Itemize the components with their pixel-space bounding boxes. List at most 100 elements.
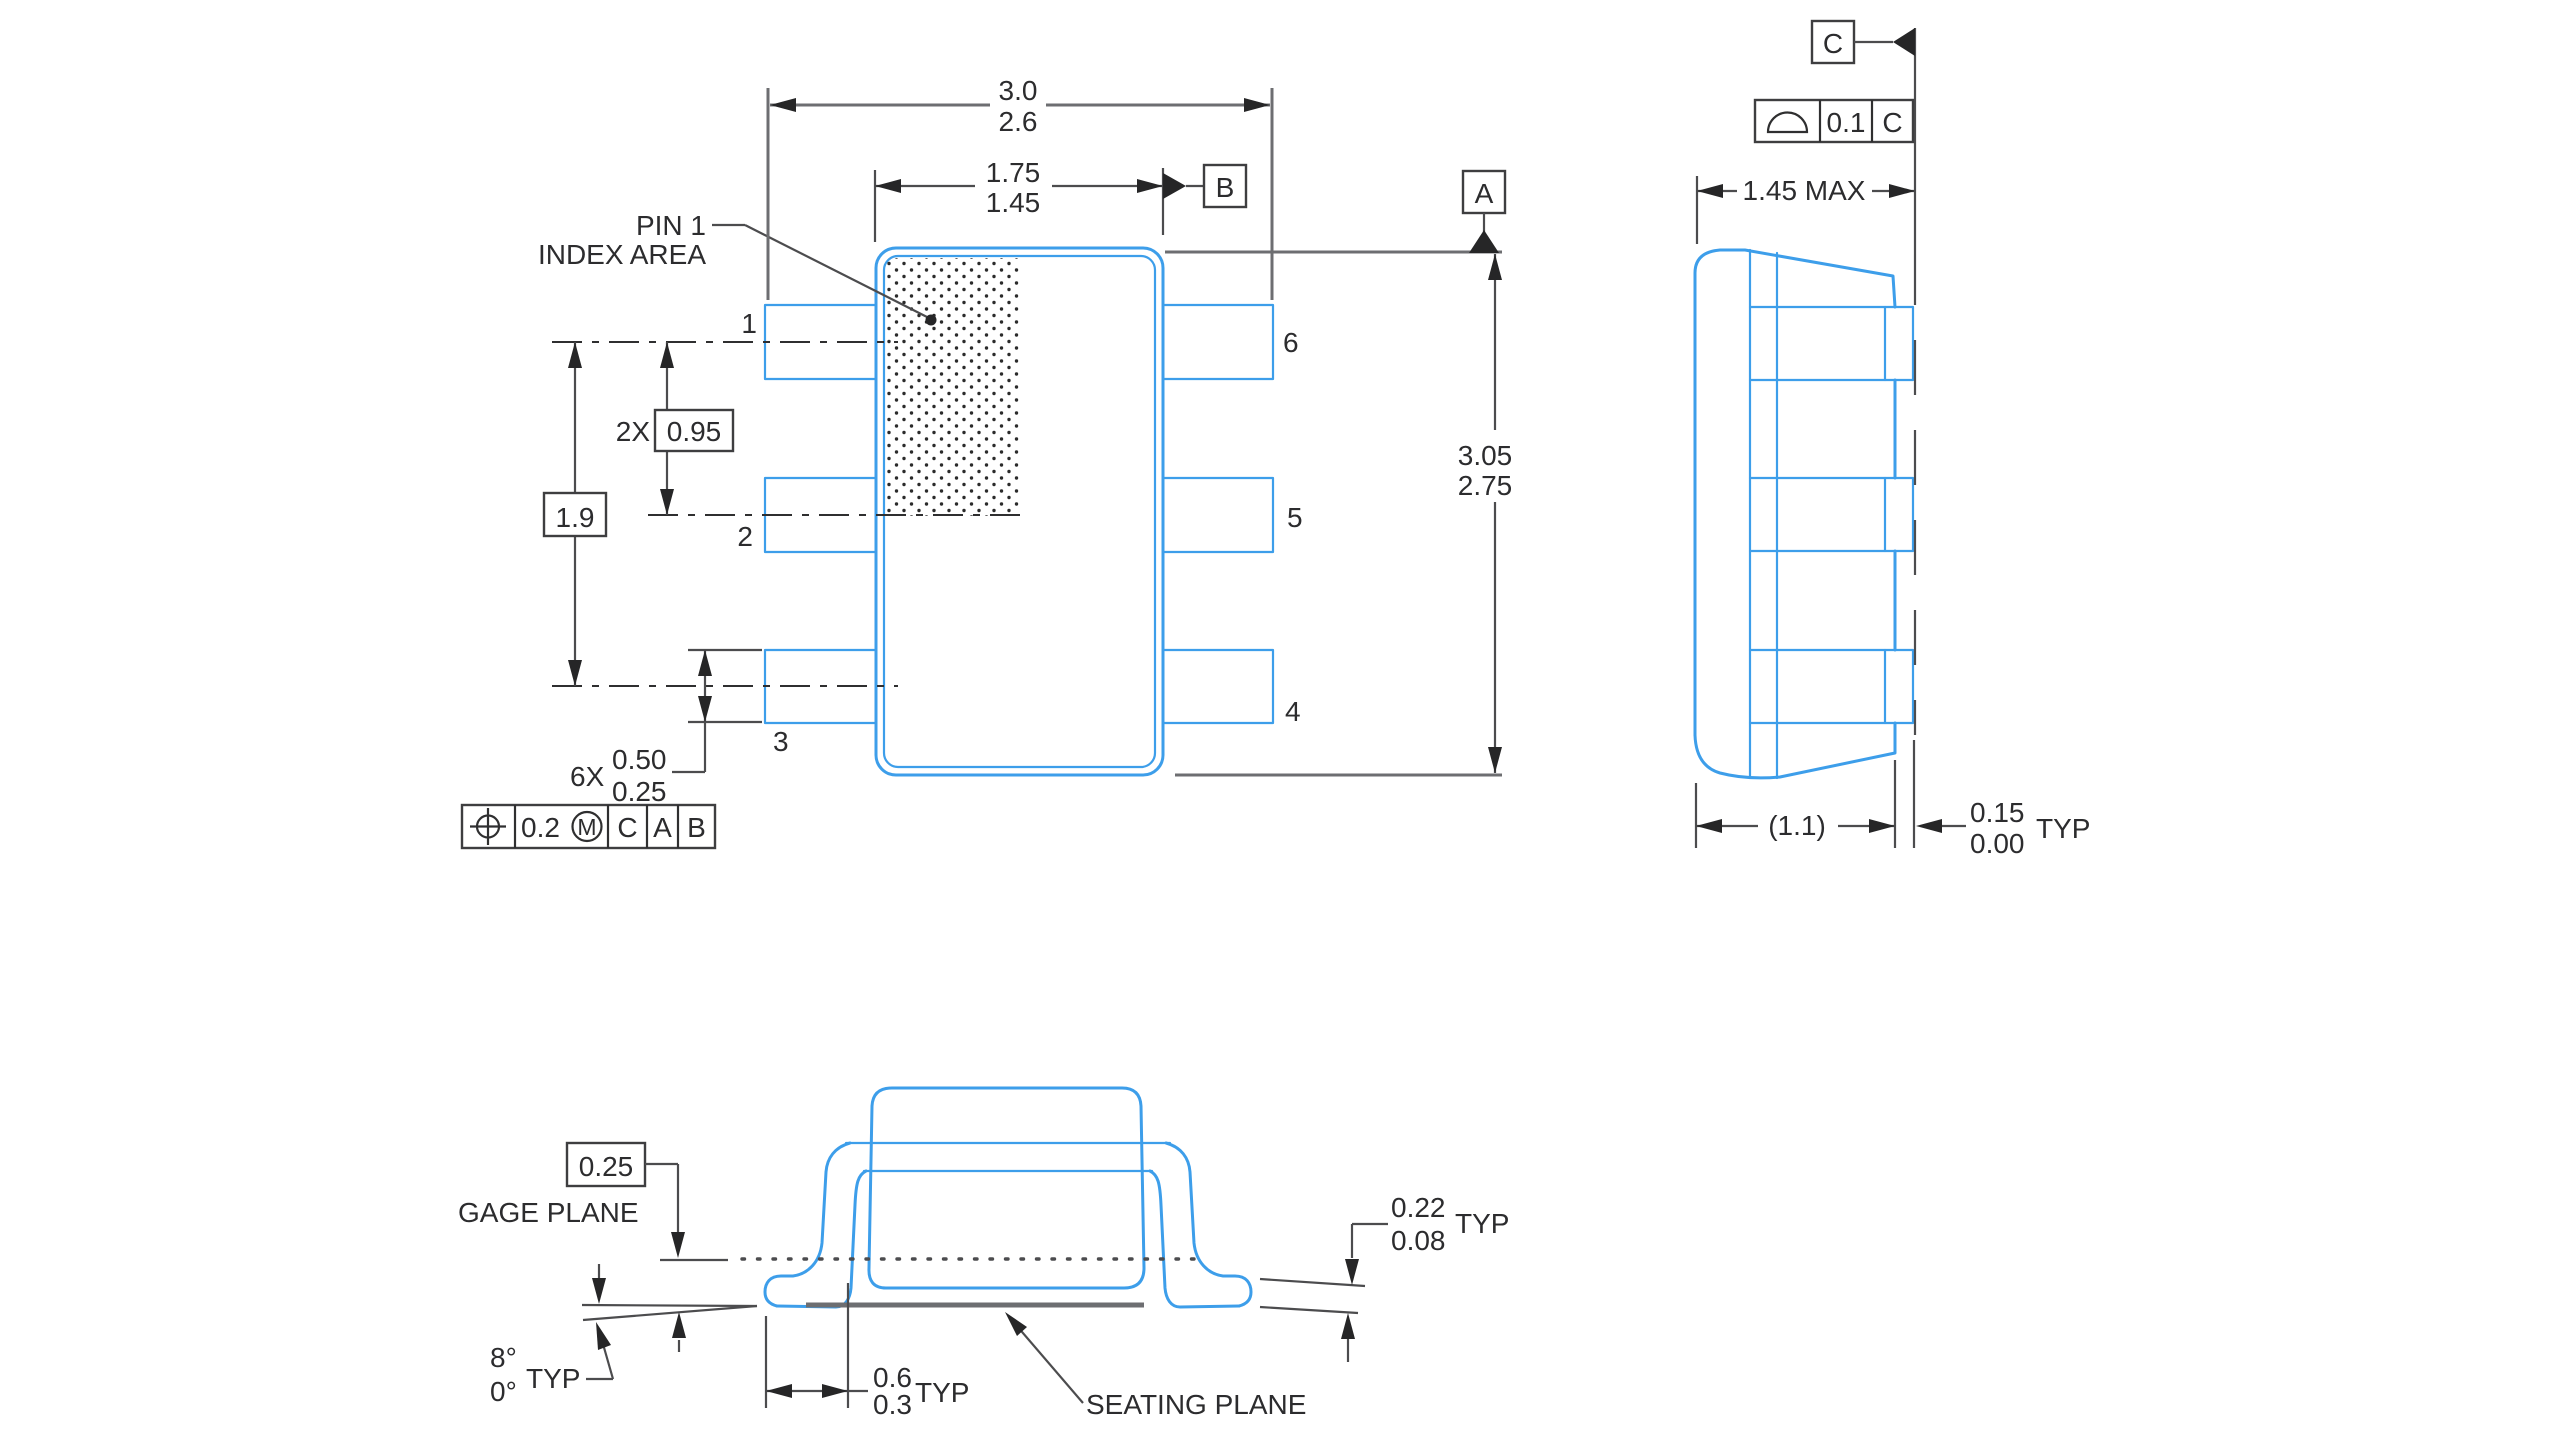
arrowhead xyxy=(660,342,674,368)
dim-lead-thickness: 0.22 0.08 TYP xyxy=(1259,1192,1509,1362)
dim-pitch-value: 0.95 xyxy=(667,416,722,447)
pin-label-1: 1 xyxy=(741,308,757,339)
dim-angle: 8° 0° TYP xyxy=(490,1264,758,1407)
dim-lead-width-prefix: 6X xyxy=(570,761,605,792)
side-body-top xyxy=(1693,248,1897,737)
mmc-modifier-icon: M xyxy=(571,810,603,843)
gage-plane-label: GAGE PLANE xyxy=(458,1197,639,1228)
dim-body-width-min: 1.45 xyxy=(986,187,1041,218)
seating-plane-label: SEATING PLANE xyxy=(1086,1389,1306,1420)
seating-plane-callout: SEATING PLANE xyxy=(1005,1312,1306,1420)
side-body-bottom xyxy=(1693,721,1897,780)
package-body-inner-outline xyxy=(882,254,1157,769)
fcf-tolerance: 0.2 xyxy=(521,812,560,843)
side-lead-1 xyxy=(1748,305,1915,382)
arrowhead xyxy=(1345,1259,1359,1285)
side-lead-2 xyxy=(1748,476,1915,553)
profile-fcf-frame xyxy=(1753,98,1915,144)
dim-gage: 0.25 GAGE PLANE xyxy=(458,1141,685,1258)
pin1-index-leader xyxy=(712,223,937,326)
datum-c-label: C xyxy=(1823,28,1843,59)
dim-span: 3.0 2.6 xyxy=(766,75,1274,300)
arrowhead xyxy=(1488,254,1502,280)
profile-tolerance: 0.1 xyxy=(1827,107,1866,138)
arrowhead xyxy=(766,1384,792,1398)
arrowhead xyxy=(698,696,712,722)
dim-body-length-max: 3.05 xyxy=(1458,440,1513,471)
arrowhead xyxy=(568,342,582,368)
datum-b-box xyxy=(1202,163,1248,209)
dim-angle-suffix: TYP xyxy=(526,1363,580,1394)
datum-b-triangle xyxy=(1163,173,1186,199)
dim-body-ref: (1.1) xyxy=(1694,760,1897,848)
pin-label-4: 4 xyxy=(1285,696,1301,727)
dim-pitch: 2X 0.95 xyxy=(616,342,735,515)
dim-standoff: 0.15 0.00 TYP xyxy=(1916,797,2090,859)
dim-pin-group-span: 1.9 xyxy=(542,342,608,686)
arrowhead xyxy=(1696,819,1722,833)
dim-height: 1.45 MAX xyxy=(1695,175,1915,244)
dim-angle-min: 0° xyxy=(490,1376,517,1407)
pin-4 xyxy=(1161,648,1275,725)
fcf-modifier: M xyxy=(577,814,596,840)
dim-standoff-suffix: TYP xyxy=(2036,813,2090,844)
arrowhead xyxy=(822,1384,848,1398)
profile-of-surface-icon xyxy=(1766,111,1809,134)
dim-lead-width-min: 0.25 xyxy=(612,776,667,807)
arrowhead xyxy=(596,1322,611,1350)
arrowhead xyxy=(671,1232,685,1258)
fcf-datum2: A xyxy=(653,812,672,843)
datum-c-triangle xyxy=(1893,28,1915,56)
fcf-datum3: B xyxy=(687,812,706,843)
top-view: 1 2 3 4 5 6 PIN 1 INDEX AREA 3.0 2.6 xyxy=(460,75,1513,850)
dim-foot: 0.6 0.3 TYP xyxy=(764,1283,969,1420)
profile-fcf: 0.1 C xyxy=(1753,98,1915,144)
arrowhead xyxy=(1341,1313,1355,1339)
fcf-datum1: C xyxy=(617,812,637,843)
dim-body-width-max: 1.75 xyxy=(986,157,1041,188)
arrowhead xyxy=(660,489,674,515)
arrowhead xyxy=(1244,98,1270,112)
arrowhead xyxy=(875,179,901,193)
dim-lead-thickness-suffix: TYP xyxy=(1455,1208,1509,1239)
arrowhead xyxy=(592,1278,606,1304)
dim-lead-width: 6X 0.50 0.25 xyxy=(570,648,762,807)
side-lead-3 xyxy=(1748,648,1915,725)
datum-a-triangle xyxy=(1469,230,1499,253)
arrowhead xyxy=(698,650,712,676)
arrowhead xyxy=(1889,184,1915,198)
dim-standoff-max: 0.15 xyxy=(1970,797,2025,828)
pin-label-5: 5 xyxy=(1287,502,1303,533)
dim-body-length-min: 2.75 xyxy=(1458,470,1513,501)
pin-5 xyxy=(1161,476,1275,554)
front-body-outline xyxy=(867,1086,1146,1290)
dim-body-width: 1.75 1.45 B xyxy=(873,157,1248,242)
arrowhead xyxy=(568,660,582,686)
profile-datum: C xyxy=(1882,107,1902,138)
dim-pitch-box xyxy=(653,408,735,453)
front-lead-right xyxy=(1148,1141,1253,1309)
dim-lead-width-max: 0.50 xyxy=(612,744,667,775)
arrowhead xyxy=(1697,184,1723,198)
pin1-index-hatch xyxy=(886,258,1022,516)
arrowhead xyxy=(1137,179,1163,193)
dim-span-pins-value: 1.9 xyxy=(556,502,595,533)
dim-foot-suffix: TYP xyxy=(915,1377,969,1408)
dim-1p9-box xyxy=(542,491,608,538)
datum-b-label: B xyxy=(1216,172,1235,203)
pin-label-2: 2 xyxy=(737,521,753,552)
dim-standoff-min: 0.00 xyxy=(1970,828,2025,859)
dim-pitch-prefix: 2X xyxy=(616,416,651,447)
dim-angle-max: 8° xyxy=(490,1342,517,1373)
pin-label-6: 6 xyxy=(1283,327,1299,358)
dim-foot-min: 0.3 xyxy=(873,1389,912,1420)
dim-gage-value: 0.25 xyxy=(579,1151,634,1182)
dim-lead-thickness-max: 0.22 xyxy=(1391,1192,1446,1223)
arrowhead xyxy=(672,1312,686,1338)
dim-gage-box xyxy=(565,1141,647,1188)
position-fcf: 0.2 M C A B xyxy=(460,803,717,850)
arrowhead xyxy=(1869,819,1895,833)
dim-span-max: 3.0 xyxy=(999,75,1038,106)
